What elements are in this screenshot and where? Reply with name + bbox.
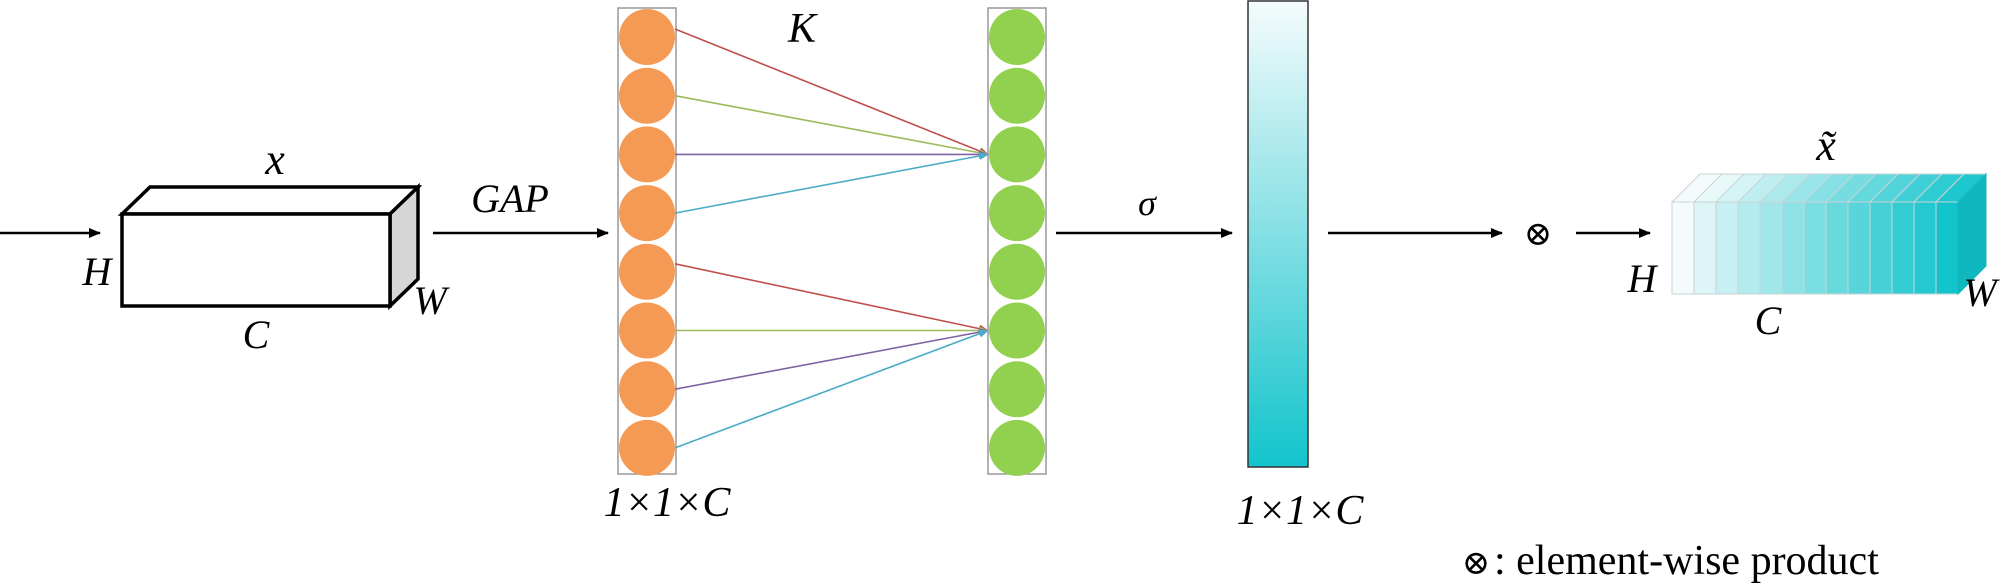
pooled-node-6: [619, 302, 675, 359]
conv-node-6: [989, 302, 1045, 359]
output-width-label: W: [1963, 270, 2000, 315]
conv-node-3: [989, 126, 1045, 183]
conv-node-5: [989, 243, 1045, 300]
conv-node-4: [989, 185, 1045, 242]
connection-line: [674, 152, 989, 214]
pooled-node-4: [619, 185, 675, 242]
input-height-label: H: [82, 249, 114, 294]
output-slice: [1759, 201, 1783, 295]
connection-line: [674, 328, 989, 390]
output-slice: [1825, 201, 1849, 295]
connection-line: [674, 263, 989, 333]
connection-line: [674, 329, 989, 449]
output-slice: [1891, 201, 1915, 295]
input-width-label: W: [413, 278, 450, 323]
conv-node-8: [989, 419, 1045, 476]
connection-line: [674, 28, 989, 156]
conv-node-7: [989, 361, 1045, 418]
pooled-node-8: [619, 419, 675, 476]
connection-line: [674, 94, 989, 157]
output-slice: [1671, 201, 1695, 295]
output-slice: [1715, 201, 1739, 295]
conv-node-1: [989, 9, 1045, 65]
output-slice: [1693, 201, 1717, 295]
output-slice: [1847, 201, 1871, 295]
legend-text: : element-wise product: [1494, 538, 1879, 584]
output-channel-label: C: [1755, 298, 1783, 343]
output-slice: [1803, 201, 1827, 295]
output-height-label: H: [1627, 256, 1659, 301]
output-slice: [1913, 201, 1937, 295]
output-slice: [1869, 201, 1893, 295]
pooled-node-5: [619, 243, 675, 300]
pooled-node-3: [619, 126, 675, 183]
pooled-node-7: [619, 361, 675, 418]
conv1d-connections: [674, 28, 989, 449]
pooled-vector-size-label: 1×1×C: [604, 480, 732, 526]
pooled-node-2: [619, 67, 675, 124]
output-feature-map: [1670, 172, 1988, 296]
output-cuboid-side: [1957, 172, 1987, 296]
conv-output-nodes: [989, 9, 1045, 476]
attention-weights-bar: [1247, 0, 1309, 468]
input-cuboid-front: [120, 212, 392, 308]
pooled-vector-nodes: [619, 9, 675, 476]
output-slice: [1781, 201, 1805, 295]
multiply-symbol: ⊗: [1524, 216, 1553, 253]
output-slice: [1737, 201, 1761, 295]
output-x-tilde-label: x̃: [1815, 121, 1837, 170]
output-slice: [1935, 201, 1959, 295]
gap-label: GAP: [471, 176, 549, 221]
conv-node-2: [989, 67, 1045, 124]
input-feature-map: [117, 182, 423, 311]
pooled-node-1: [619, 9, 675, 65]
legend: ⊗ : element-wise product: [1462, 538, 1879, 584]
sigma-label: σ: [1138, 183, 1157, 223]
attention-size-label: 1×1×C: [1237, 488, 1365, 534]
input-x-label: x: [264, 135, 285, 184]
legend-symbol: ⊗: [1462, 545, 1491, 582]
input-cuboid-top: [117, 185, 423, 216]
input-channel-label: C: [243, 312, 271, 357]
kernel-size-label: K: [787, 6, 818, 52]
